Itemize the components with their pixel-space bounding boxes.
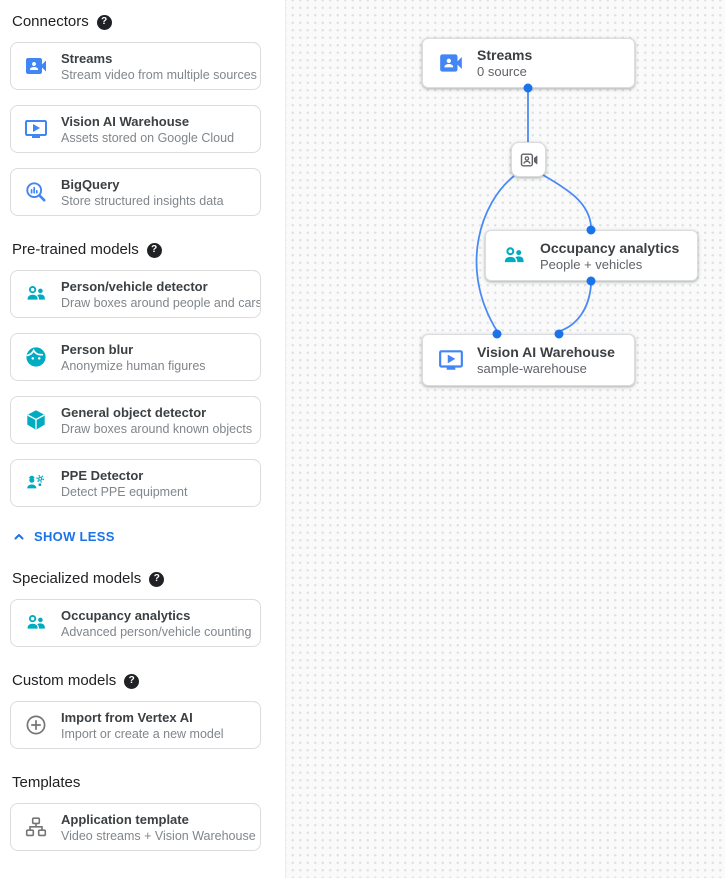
bigquery-icon: [24, 180, 48, 204]
video-camera-icon: [24, 54, 48, 78]
card-subtitle: Video streams + Vision Warehouse: [61, 828, 256, 843]
node-title: Streams: [477, 47, 533, 63]
edges-layer: [475, 88, 592, 332]
camera-outline-icon: [519, 150, 539, 170]
node-stream-processor[interactable]: [511, 142, 546, 177]
warehouse-icon: [438, 347, 464, 373]
sidebar: ConnectorsStreamsStream video from multi…: [0, 0, 285, 878]
card-title: Occupancy analytics: [61, 607, 191, 623]
card-subtitle: Advanced person/vehicle counting: [61, 624, 252, 639]
card-subtitle: Stream video from multiple sources: [61, 67, 257, 82]
people-icon: [24, 282, 48, 306]
section-header: Custom models: [12, 672, 285, 690]
section-header: Specialized models: [12, 570, 285, 588]
section-header: Templates: [12, 774, 285, 792]
node-subtitle: People + vehicles: [540, 256, 643, 272]
card-title: General object detector: [61, 404, 207, 420]
section-pre-trained-models: Pre-trained modelsPerson/vehicle detecto…: [10, 241, 285, 545]
add-circle-icon: [24, 713, 48, 737]
face-icon: [24, 345, 48, 369]
node-title: Occupancy analytics: [540, 239, 680, 256]
graph-canvas[interactable]: Streams 0 source Occupancy analytics Peo…: [285, 0, 725, 878]
card-subtitle: Detect PPE equipment: [61, 484, 188, 499]
section-header: Connectors: [12, 13, 285, 31]
card-subtitle: Import or create a new model: [61, 726, 224, 741]
node-subtitle: sample-warehouse: [477, 361, 587, 376]
card-title: Vision AI Warehouse: [61, 113, 190, 129]
chevron-up-icon: [12, 530, 26, 542]
node-occupancy-analytics[interactable]: Occupancy analytics People + vehicles: [485, 230, 698, 281]
node-streams[interactable]: Streams 0 source: [422, 38, 635, 88]
card-subtitle: Anonymize human figures: [61, 358, 206, 373]
edge-occupancy-to-warehouse: [559, 284, 592, 332]
card-title: Application template: [61, 811, 189, 827]
ports-layer: [492, 83, 596, 339]
help-icon[interactable]: [146, 242, 162, 258]
help-icon[interactable]: [124, 673, 140, 689]
tree-icon: [24, 815, 48, 839]
people-icon: [24, 611, 48, 635]
ppe-icon: [24, 471, 48, 495]
card-title: Streams: [61, 50, 113, 66]
card-subtitle: Store structured insights data: [61, 193, 224, 208]
section-title: Custom models: [12, 672, 117, 689]
card-title: PPE Detector: [61, 467, 144, 483]
warehouse-icon: [24, 117, 48, 141]
card-title: Person/vehicle detector: [61, 278, 208, 294]
card-title: Person blur: [61, 341, 134, 357]
card-subtitle: Draw boxes around people and cars: [61, 295, 261, 310]
cube-icon: [24, 408, 48, 432]
node-title: Vision AI Warehouse: [477, 344, 615, 360]
section-custom-models: Custom modelsImport from Vertex AIImport…: [10, 672, 285, 749]
section-title: Pre-trained models: [12, 241, 139, 258]
card-title: Import from Vertex AI: [61, 709, 193, 725]
section-header: Pre-trained models: [12, 241, 285, 259]
card-subtitle: Assets stored on Google Cloud: [61, 130, 235, 145]
card-title: BigQuery: [61, 176, 120, 192]
people-icon: [501, 243, 527, 269]
node-subtitle: 0 source: [477, 64, 527, 79]
help-icon[interactable]: [149, 571, 165, 587]
show-less-label: SHOW LESS: [34, 528, 115, 544]
card-subtitle: Draw boxes around known objects: [61, 421, 253, 436]
video-camera-icon: [438, 50, 464, 76]
edge-processor-to-occupancy: [542, 174, 592, 227]
section-connectors: ConnectorsStreamsStream video from multi…: [10, 13, 285, 216]
section-title: Specialized models: [12, 570, 142, 587]
help-icon[interactable]: [96, 14, 112, 30]
section-specialized-models: Specialized modelsOccupancy analyticsAdv…: [10, 570, 285, 647]
node-vision-warehouse[interactable]: Vision AI Warehouse sample-warehouse: [422, 334, 635, 386]
section-title: Templates: [12, 774, 81, 791]
show-less-link[interactable]: SHOW LESS: [12, 527, 285, 545]
section-title: Connectors: [12, 13, 89, 30]
